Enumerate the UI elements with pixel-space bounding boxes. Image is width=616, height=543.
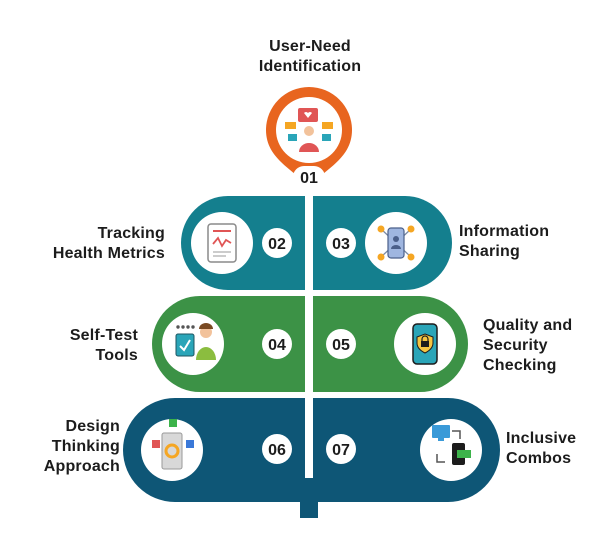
step-title-05: Quality and Security Checking bbox=[483, 317, 573, 374]
step-number-02: 02 bbox=[268, 236, 286, 253]
step-title-01: User-Need Identification bbox=[258, 38, 362, 75]
pin-number-bg bbox=[293, 166, 325, 188]
step-number-03: 03 bbox=[332, 236, 350, 253]
icon-circle-07 bbox=[420, 419, 482, 481]
number-circle-05 bbox=[326, 329, 356, 359]
number-circle-02 bbox=[262, 228, 292, 258]
step-title-07: Inclusive Combos bbox=[506, 430, 577, 467]
number-circle-06 bbox=[262, 434, 292, 464]
trunk bbox=[300, 478, 318, 518]
step-title-03: Information Sharing bbox=[459, 223, 550, 260]
number-circle-03 bbox=[326, 228, 356, 258]
step-number-04: 04 bbox=[268, 337, 286, 354]
step-number-05: 05 bbox=[332, 337, 350, 354]
step-number-07: 07 bbox=[332, 442, 350, 459]
number-circle-04 bbox=[262, 329, 292, 359]
step-title-02: Tracking Health Metrics bbox=[52, 225, 165, 262]
phone-lock-icon bbox=[412, 323, 438, 365]
phone-network-icon bbox=[377, 225, 415, 261]
design-thinking-icon bbox=[152, 419, 194, 470]
step-title-06: Design Thinking Approach bbox=[43, 418, 120, 475]
health-chart-icon bbox=[207, 223, 237, 263]
step-number-06: 06 bbox=[268, 442, 286, 459]
step-title-04: Self-Test Tools bbox=[69, 327, 138, 364]
self-test-icon bbox=[175, 323, 216, 360]
step-number-01: 01 bbox=[300, 170, 318, 187]
transfer-icon bbox=[432, 425, 471, 465]
number-circle-07 bbox=[326, 434, 356, 464]
feedback-icon bbox=[285, 108, 333, 152]
